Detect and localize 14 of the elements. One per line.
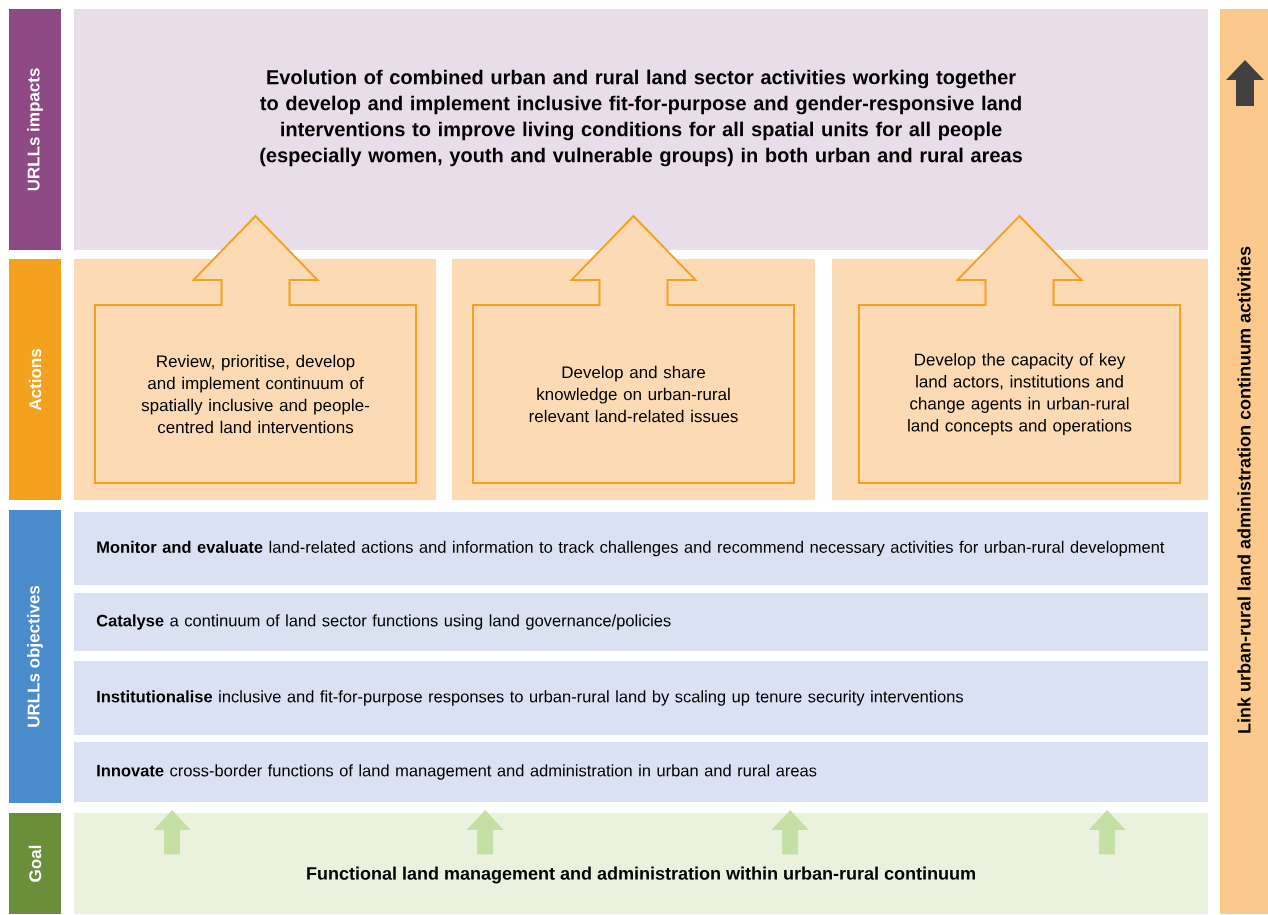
objective-bar: Monitor and evaluate land-related actions and information to track challenges and recommend necessary activities for urban-rural development <box>74 512 1208 585</box>
side-band: Link urban-rural land administration continuum activities <box>1220 9 1268 914</box>
objective-bar: Catalyse a continuum of land sector functions using land governance/policies <box>74 593 1208 651</box>
side-band: URLLs objectives <box>9 510 61 803</box>
goal-box: Functional land management and administration within urban-rural continuum <box>74 813 1208 914</box>
objective-bar: Innovate cross-border functions of land management and administration in urban and rural areas <box>74 742 1208 802</box>
side-band: URLLs impacts <box>9 9 61 250</box>
impact-box: Evolution of combined urban and rural land sector activities working together to develop and implement inclusive fit-for-purpose and gender-responsive land interventions to improve living conditions for all spatial units for all people (especially women, youth and vulnerable groups) in both urban and rural areas <box>74 9 1208 250</box>
action-arrow-box: Develop and share knowledge on urban-rural relevant land-related issues <box>452 214 815 500</box>
action-arrow-box: Review, prioritise, develop and implement continuum of spatially inclusive and people-centred land interventions <box>74 214 436 500</box>
objective-bar: Institutionalise inclusive and fit-for-purpose responses to urban-rural land by scaling up tenure security interventions <box>74 661 1208 735</box>
side-band: Goal <box>9 813 61 914</box>
action-arrow-box: Develop the capacity of key land actors, institutions and change agents in urban-rural land concepts and operations <box>832 214 1208 500</box>
side-band: Actions <box>9 259 61 500</box>
